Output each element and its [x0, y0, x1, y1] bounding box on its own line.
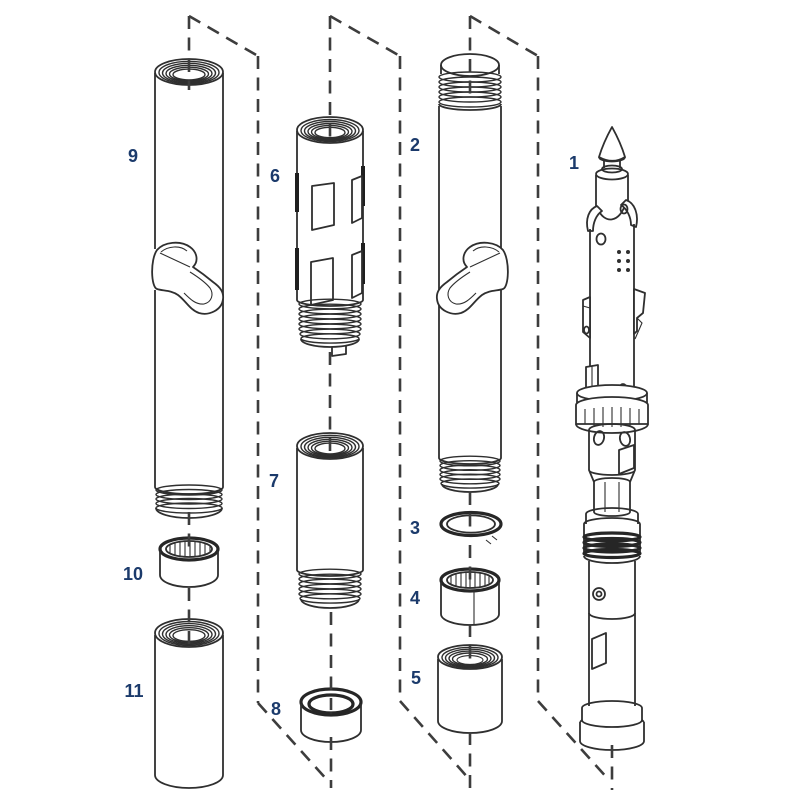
part-3-snap-ring — [439, 510, 503, 545]
part-label-1: 1 — [568, 153, 580, 173]
part-label-11: 11 — [124, 681, 144, 701]
part-6-slotted-adapter-tube — [295, 116, 365, 357]
part-label-9: 9 — [127, 146, 139, 166]
part-label-6: 6 — [269, 166, 281, 186]
part-label-4: 4 — [409, 588, 421, 608]
part-label-10: 10 — [122, 564, 144, 584]
assembly-guide-lines — [187, 14, 614, 790]
part-label-7: 7 — [268, 471, 280, 491]
part-label-5: 5 — [410, 668, 422, 688]
part-7-inner-tube — [296, 432, 364, 609]
part-1-head-assembly — [575, 126, 649, 751]
part-label-8: 8 — [270, 699, 282, 719]
part-label-3: 3 — [409, 518, 421, 538]
part-label-2: 2 — [409, 135, 421, 155]
part-11-lower-tube — [154, 618, 224, 789]
part-2-upper-tube — [435, 53, 509, 493]
